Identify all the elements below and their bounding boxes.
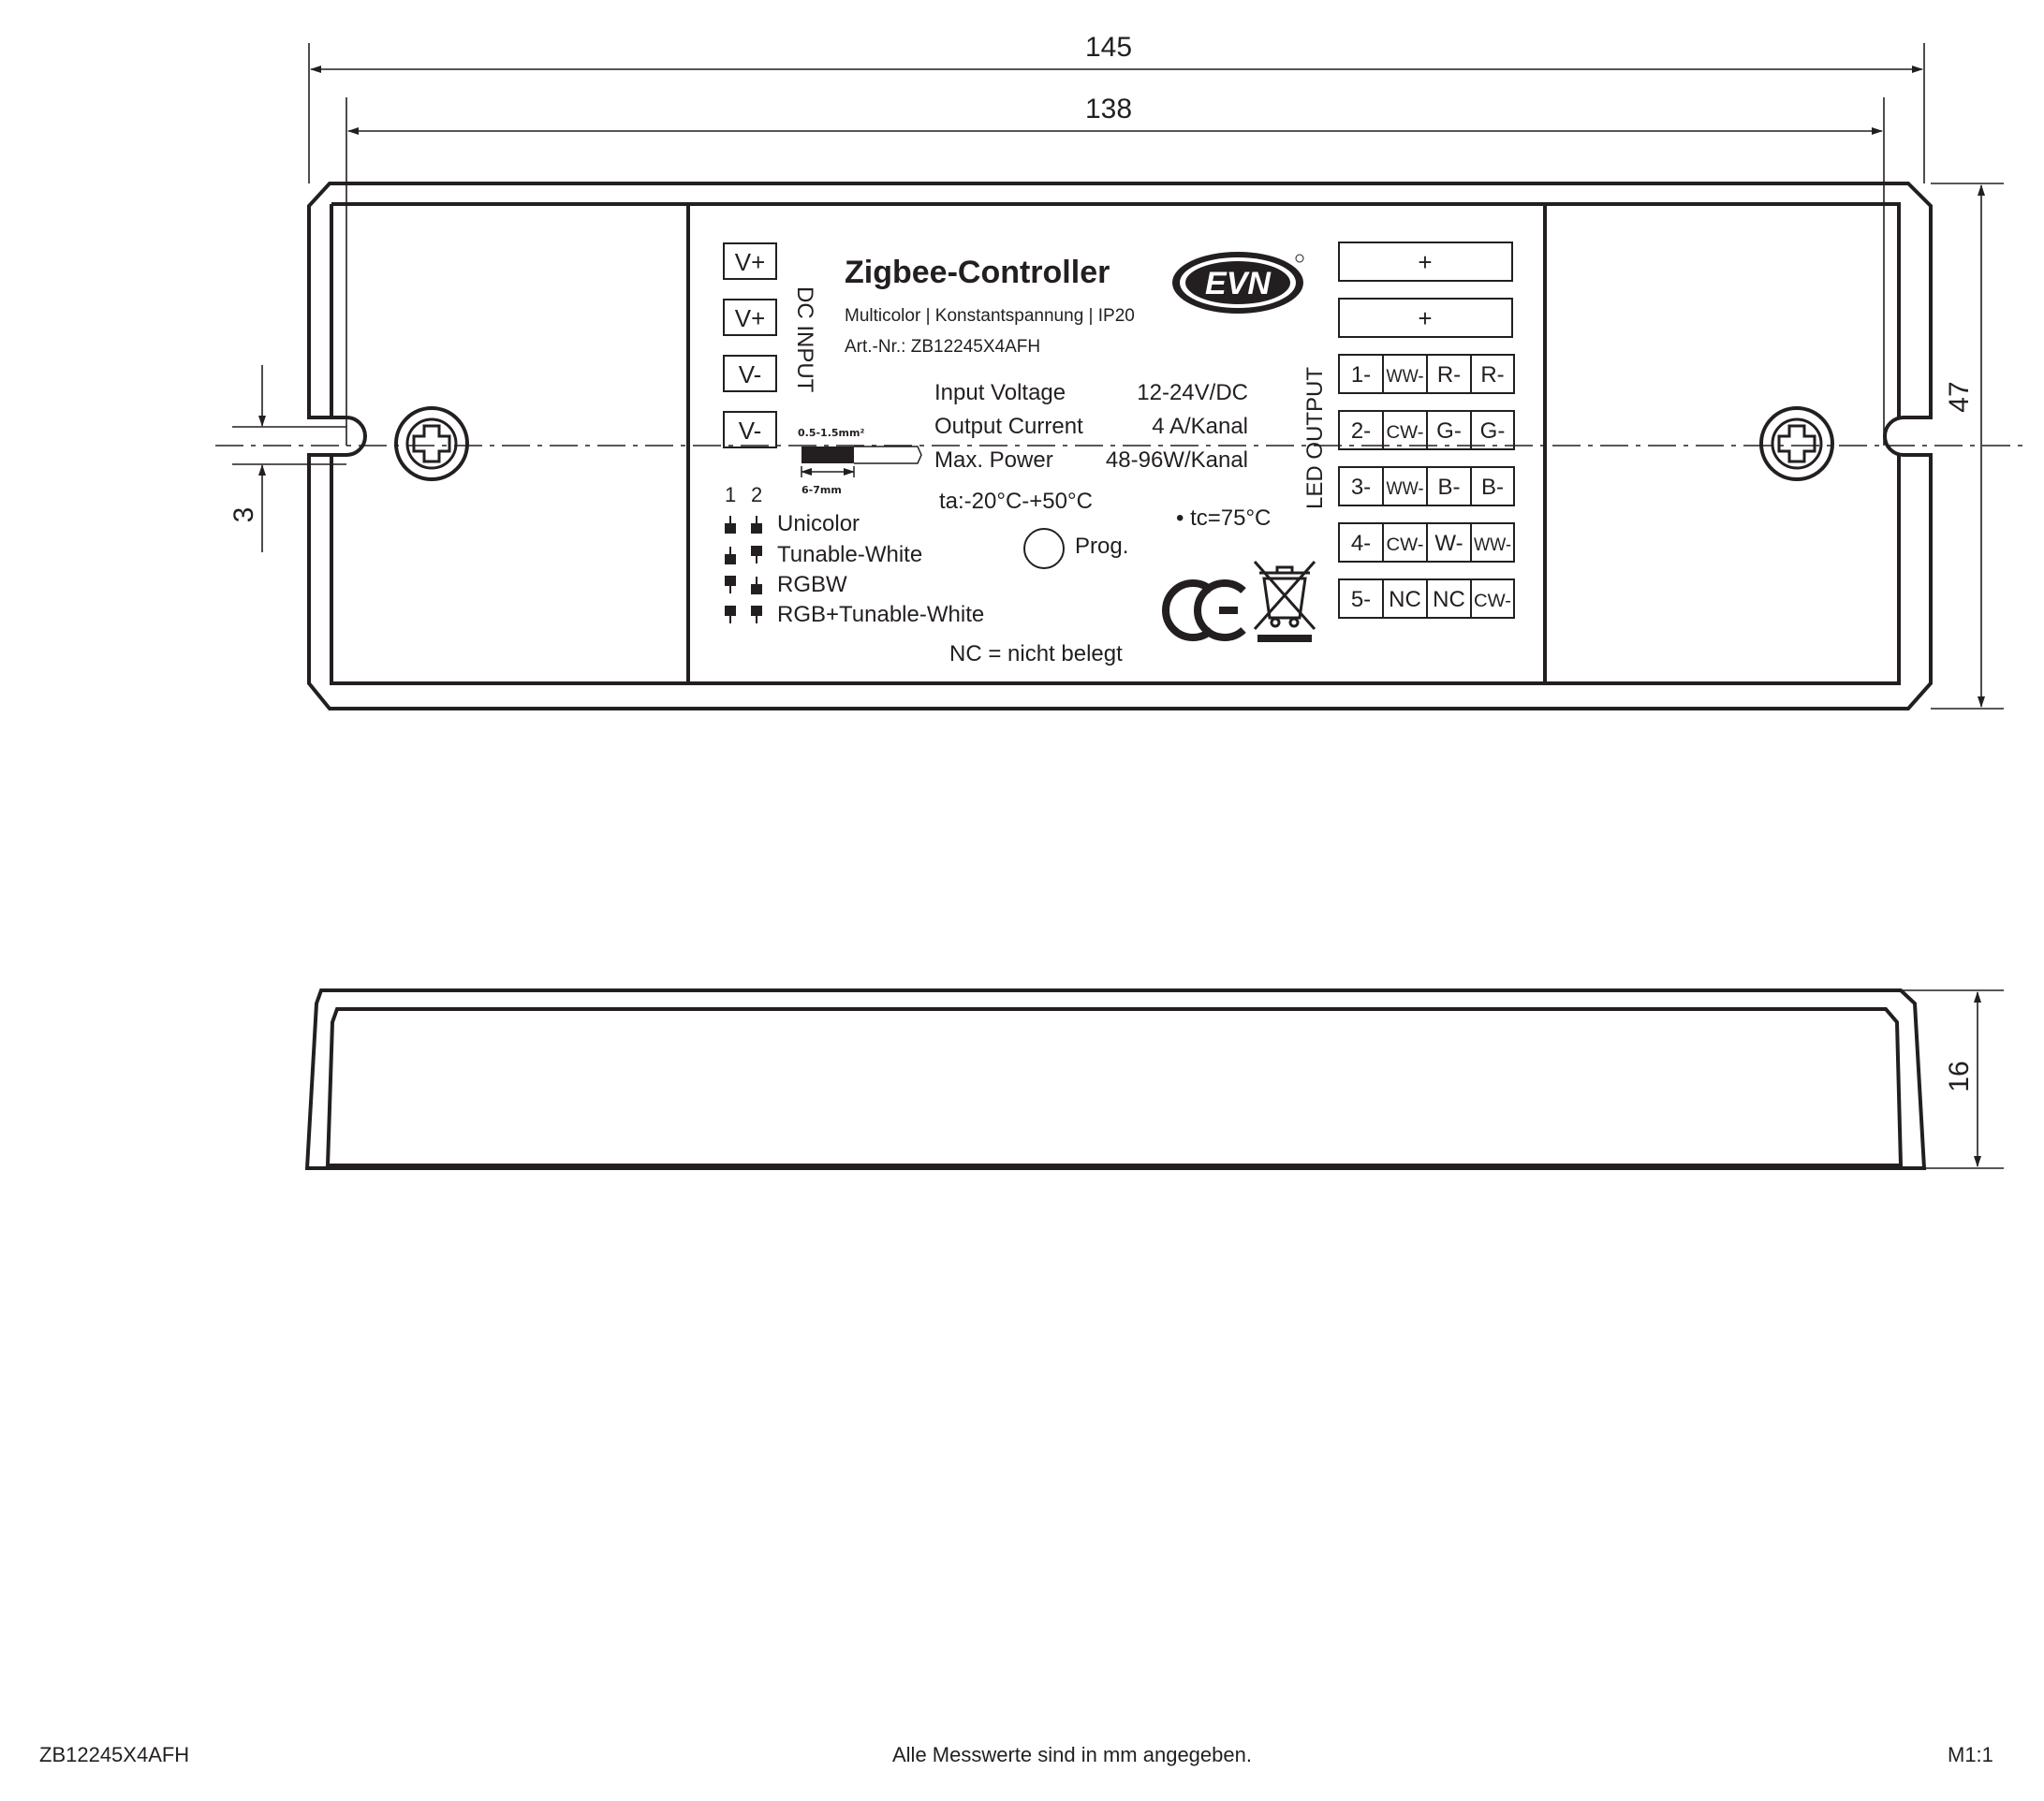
output-cell-label: B- [1481, 475, 1504, 500]
strip-length: 6-7mm [801, 484, 842, 496]
dim-16-label: 16 [1944, 1061, 1975, 1091]
nc-note: NC = nicht belegt [949, 641, 1123, 666]
ce-mark-text: CE [1217, 617, 1219, 619]
spec-max-power-name: Max. Power [934, 447, 1053, 473]
output-cell-label: WW- [1474, 535, 1511, 555]
mode-tunable-white: Tunable-White [777, 542, 922, 567]
dim-145-label: 145 [1085, 32, 1132, 63]
left-screw [394, 406, 469, 481]
terminal-v-minus-2: V- [739, 417, 762, 445]
output-cell-label: R- [1437, 362, 1461, 388]
output-cell-label: 3- [1351, 475, 1371, 500]
spec-max-power-value: 48-96W/Kanal [1106, 447, 1248, 473]
evn-logo: EVN [1172, 252, 1304, 314]
output-cell-label: WW- [1387, 479, 1424, 499]
ce-mark [1162, 579, 1246, 641]
output-cell-label: B- [1438, 475, 1461, 500]
spec-output-current-value: 4 A/Kanal [1152, 414, 1248, 439]
dim-138-label: 138 [1085, 94, 1132, 124]
side-inner-outline [325, 1007, 1904, 1167]
output-plus-2: + [1418, 304, 1432, 332]
spec-input-voltage-name: Input Voltage [934, 380, 1066, 405]
output-cell-label: R- [1480, 362, 1504, 388]
dip-header-2: 2 [751, 483, 762, 506]
led-output-label: LED OUTPUT [1302, 367, 1328, 509]
output-cell-label: NC [1433, 587, 1465, 612]
footer-scale: M1:1 [1948, 1743, 1993, 1766]
output-cell-box [1470, 354, 1515, 394]
terminal-v-plus-2: V+ [735, 304, 766, 332]
side-outer-outline [304, 988, 1927, 1170]
ambient-temperature: ta:-20°C-+50°C [939, 489, 1093, 514]
output-cell-box [1470, 522, 1515, 563]
dip-switch-icons [725, 516, 762, 623]
right-screw [1759, 406, 1834, 481]
terminal-v-minus-1: V- [739, 360, 762, 388]
output-cell-label: CW- [1474, 592, 1511, 611]
input-terminals [723, 242, 777, 448]
case-temperature: • tc=75°C [1176, 505, 1271, 531]
evn-logo-text: EVN [1205, 266, 1272, 301]
output-cell-label: 2- [1351, 418, 1371, 444]
dim-3-label: 3 [228, 507, 259, 523]
output-cell-label: 4- [1351, 531, 1371, 556]
output-cell-label: W- [1434, 531, 1463, 556]
mode-unicolor: Unicolor [777, 511, 860, 536]
dimension-lines [232, 43, 2004, 1169]
mode-rgbw: RGBW [777, 572, 847, 597]
prog-label: Prog. [1075, 534, 1128, 559]
footer-units-note: Alle Messwerte sind in mm angegeben. [892, 1743, 1252, 1766]
mode-rgb-tunable-white: RGB+Tunable-White [777, 602, 984, 627]
output-cell-label: CW- [1387, 423, 1424, 443]
dim-47-label: 47 [1944, 381, 1975, 412]
wire-strip-icon: 0.5-1.5mm² 6-7mm [798, 427, 922, 496]
housing-outline [307, 182, 1933, 710]
output-cell-label: WW- [1387, 367, 1424, 387]
spec-input-voltage-value: 12-24V/DC [1137, 380, 1248, 405]
spec-output-current-name: Output Current [934, 414, 1083, 439]
output-cell-label: G- [1480, 418, 1506, 444]
product-subtitle: Multicolor | Konstantspannung | IP20 [845, 306, 1135, 326]
article-number: Art.-Nr.: ZB12245X4AFH [845, 337, 1040, 357]
footer-article-number: ZB12245X4AFH [39, 1743, 190, 1766]
product-title: Zigbee-Controller [845, 255, 1110, 290]
output-terminals [1338, 242, 1513, 338]
side-view [304, 988, 1927, 1170]
output-cell-label: 1- [1351, 362, 1371, 388]
output-cell-label: 5- [1351, 587, 1371, 612]
dc-input-label: DC INPUT [792, 286, 817, 393]
output-cell-box [1470, 466, 1515, 506]
output-cell-label: NC [1389, 587, 1421, 612]
product-label: V+ V+ V- V- DC INPUT Zigbee-Controller M… [723, 242, 1515, 666]
terminal-v-plus-1: V+ [735, 248, 766, 276]
prog-button [1023, 528, 1065, 569]
output-cell-box [1470, 578, 1515, 619]
output-channel-table: 1- WW- R- R- 2- CW- G- G- 3- WW- B- B- 4- CW- W- WW- 5- N… [1338, 354, 1515, 619]
weee-bin-icon [1253, 561, 1316, 642]
wire-cross-section: 0.5-1.5mm² [798, 427, 864, 439]
top-view [215, 182, 2022, 710]
output-cell-label: G- [1436, 418, 1462, 444]
output-plus-1: + [1418, 248, 1432, 276]
dip-header-1: 1 [725, 483, 736, 506]
output-cell-box [1470, 410, 1515, 450]
output-cell-label: CW- [1387, 535, 1424, 555]
inner-frame [330, 202, 1901, 685]
